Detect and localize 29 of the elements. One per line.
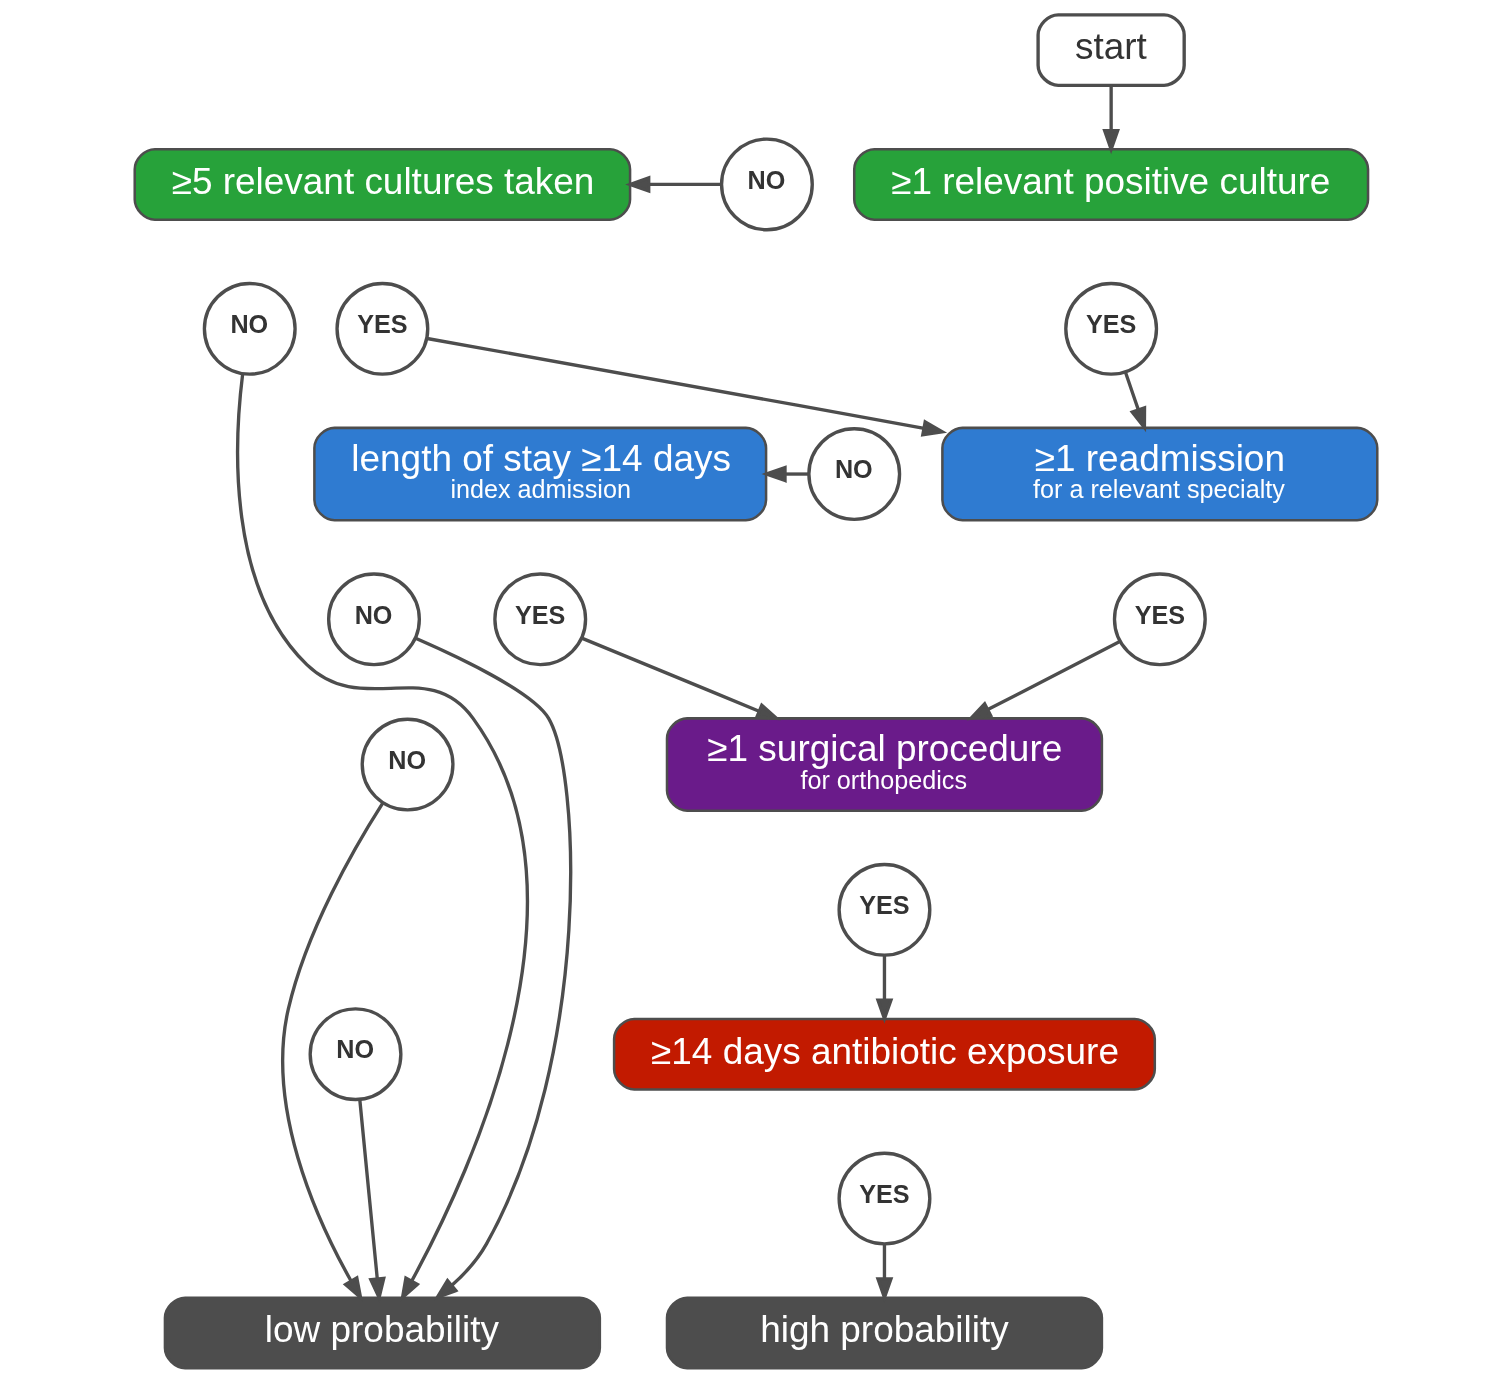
- node-box: length of stay ≥14 days index admission: [312, 426, 767, 522]
- node-circle: YES: [1063, 281, 1158, 376]
- node-box: high probability: [665, 1296, 1103, 1370]
- arrow: [875, 955, 893, 1024]
- node-circle: NO: [202, 281, 297, 376]
- node-box: ≥14 days antibiotic exposure: [612, 1017, 1156, 1091]
- node-circle: NO: [806, 427, 901, 522]
- arrow: [624, 175, 722, 194]
- node-box: ≥5 relevant cultures taken: [132, 147, 631, 221]
- node-circle: YES: [1112, 572, 1207, 667]
- arrow: [1123, 371, 1146, 433]
- node-box: start: [1035, 13, 1186, 87]
- node-box: ≥1 relevant positive culture: [852, 147, 1369, 221]
- node-circle: NO: [326, 572, 421, 667]
- node-box: ≥1 readmission for a relevant specialty: [940, 426, 1379, 522]
- arrow: [966, 640, 1121, 721]
- node-circle: YES: [334, 281, 429, 376]
- node-circle: NO: [719, 137, 814, 232]
- node-box: ≥1 surgical procedure for orthopedics: [665, 717, 1103, 812]
- node-circle: YES: [836, 862, 931, 957]
- node-circle: NO: [308, 1007, 403, 1102]
- arrow: [1101, 85, 1120, 155]
- node-circle: YES: [836, 1151, 931, 1246]
- arrow: [426, 336, 947, 437]
- node-box: low probability: [163, 1296, 601, 1370]
- node-circle: YES: [492, 572, 587, 667]
- arrow: [580, 636, 781, 721]
- node-circle: NO: [360, 717, 455, 812]
- arrow: [760, 465, 808, 483]
